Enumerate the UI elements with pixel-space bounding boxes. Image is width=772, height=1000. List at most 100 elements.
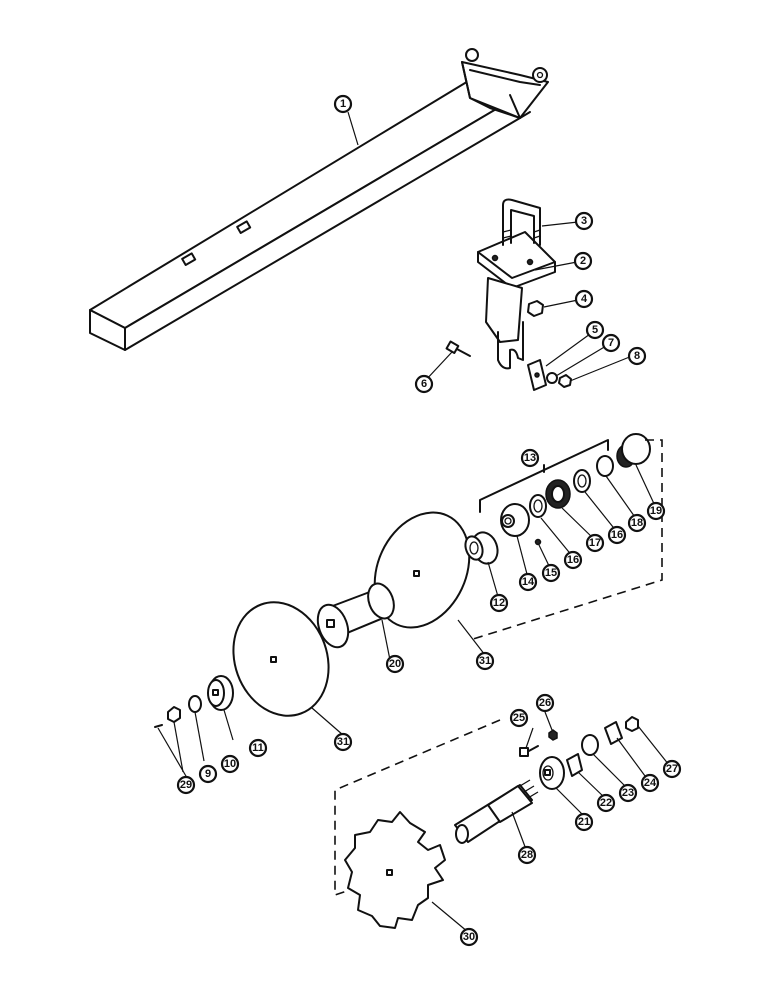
callout-label: 16 [567, 554, 579, 566]
callout-label: 8 [634, 350, 640, 362]
disc-blade-right [373, 511, 471, 629]
callout-15: 15 [541, 563, 561, 583]
nut-part-8 [558, 374, 572, 388]
callout-label: 20 [389, 658, 401, 670]
callout-label: 7 [608, 337, 614, 349]
callout-24: 24 [640, 773, 660, 793]
snap-ring-part-18 [596, 455, 614, 477]
callout-label: 23 [622, 787, 634, 799]
bearing-housing-part-14 [500, 503, 530, 537]
callout-label: 6 [421, 378, 427, 390]
spool-part-20 [316, 582, 395, 649]
callout-22: 22 [596, 793, 616, 813]
callout-label: 11 [252, 742, 264, 754]
leader-lines [157, 111, 670, 933]
cotter-pin-part-29 [154, 724, 163, 728]
nut-part-4 [527, 300, 544, 317]
plate-part-22 [566, 753, 583, 777]
callout-11: 11 [248, 738, 268, 758]
callout-10: 10 [220, 754, 240, 774]
callout-17: 17 [585, 533, 605, 553]
callout-label: 31 [479, 655, 491, 667]
callout-29: 29 [176, 775, 196, 795]
bumper-part-21 [539, 756, 565, 790]
callout-27: 27 [662, 759, 682, 779]
callout-label: 3 [581, 215, 587, 227]
callout-label: 14 [522, 576, 535, 588]
callout-label: 12 [493, 597, 505, 609]
beam-tube [89, 79, 521, 351]
washer-part-23 [581, 734, 599, 756]
callout-label: 31 [337, 736, 349, 748]
callout-23: 23 [618, 783, 638, 803]
callout-12: 12 [489, 593, 509, 613]
nut-part-27 [625, 716, 639, 732]
beam-mount-bracket [461, 48, 549, 119]
callout-16-right: 16 [607, 525, 627, 545]
callout-31-right: 31 [475, 651, 495, 671]
callout-label: 26 [539, 697, 551, 709]
callout-label: 13 [524, 452, 536, 464]
callout-label: 25 [513, 712, 525, 724]
callout-31-left: 31 [333, 732, 353, 752]
callout-label: 30 [463, 931, 475, 943]
callout-label: 28 [521, 849, 533, 861]
grease-fitting-part-15 [534, 538, 542, 546]
callout-7: 7 [601, 333, 621, 353]
group-13-bracket [479, 439, 609, 513]
bumper-part-12 [464, 531, 499, 565]
washer-part-7 [546, 372, 558, 384]
seal-part-16-right [573, 469, 591, 493]
callout-label: 10 [224, 758, 236, 770]
nut-part-9 [167, 706, 181, 723]
callout-28: 28 [517, 845, 537, 865]
bolt-part-6 [445, 340, 471, 357]
callout-9: 9 [198, 764, 218, 784]
callout-30: 30 [459, 927, 479, 947]
callout-label: 29 [180, 779, 192, 791]
callout-20: 20 [385, 654, 405, 674]
callout-label: 21 [578, 816, 590, 828]
callout-label: 1 [340, 98, 346, 110]
u-bolt [502, 198, 541, 246]
scraper-bracket [477, 231, 556, 370]
washer-part-10 [188, 695, 202, 713]
callout-label: 5 [592, 324, 598, 336]
callout-16-left: 16 [563, 550, 583, 570]
callout-18: 18 [627, 513, 647, 533]
callout-26: 26 [535, 693, 555, 713]
nut-part-26 [548, 729, 558, 741]
callout-label: 24 [644, 777, 657, 789]
axle-shaft-part-28 [454, 779, 539, 844]
bearing-part-17 [545, 479, 571, 509]
callout-13: 13 [520, 448, 540, 468]
disc-blade-left [232, 601, 330, 717]
callout-label: 18 [631, 517, 643, 529]
bolt-part-25 [519, 745, 539, 757]
callout-19: 19 [646, 501, 666, 521]
callout-label: 9 [205, 768, 211, 780]
callout-1: 1 [333, 94, 353, 114]
callout-14: 14 [518, 572, 538, 592]
callout-label: 19 [650, 505, 662, 517]
callout-3: 3 [574, 211, 594, 231]
assembly-boundary-dashed [469, 439, 663, 641]
seal-part-16-left [529, 494, 547, 518]
callout-label: 17 [589, 537, 601, 549]
callout-label: 16 [611, 529, 623, 541]
callout-4: 4 [574, 289, 594, 309]
callout-21: 21 [574, 812, 594, 832]
callout-label: 27 [666, 763, 678, 775]
notched-disc-part-30 [344, 811, 446, 929]
callout-25: 25 [509, 708, 529, 728]
end-cap-part-19 [616, 433, 651, 468]
callout-label: 2 [580, 255, 586, 267]
callout-5: 5 [585, 320, 605, 340]
callout-label: 22 [600, 797, 612, 809]
spacer-part-11 [207, 675, 234, 711]
callout-6: 6 [414, 374, 434, 394]
callout-label: 4 [581, 293, 588, 305]
callout-8: 8 [627, 346, 647, 366]
callout-label: 15 [545, 567, 557, 579]
